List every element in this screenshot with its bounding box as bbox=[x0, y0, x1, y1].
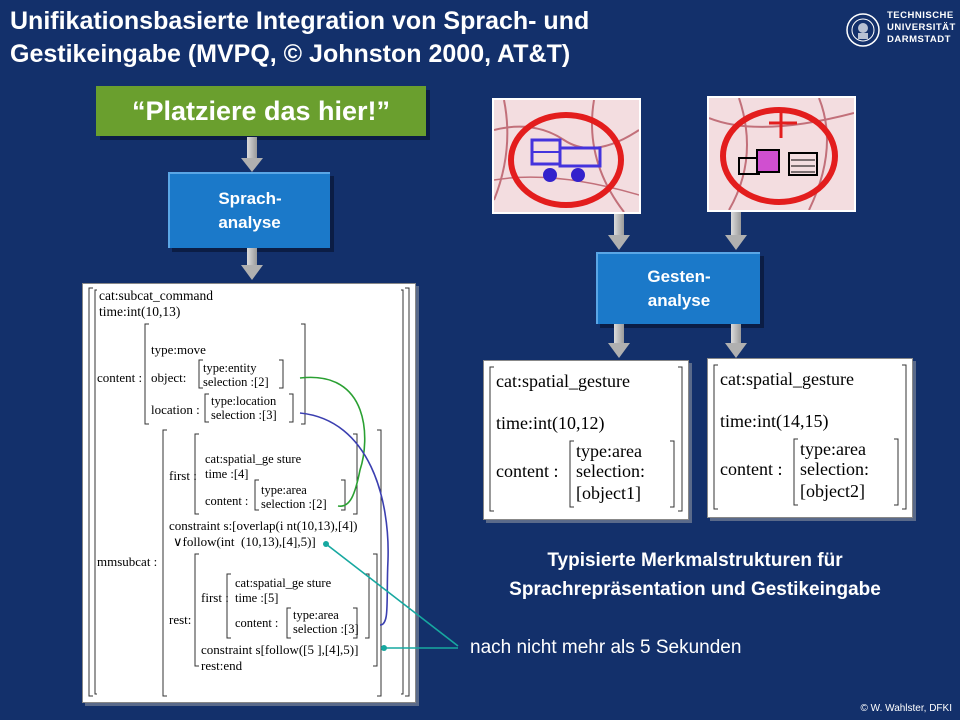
gesture-fs2-cat: cat:spatial_gesture bbox=[720, 369, 854, 389]
fs-selection-3: selection :[3] bbox=[211, 408, 277, 422]
gesture-analysis-box: Gesten- analyse bbox=[596, 252, 760, 324]
logo-line-2: UNIVERSITÄT bbox=[887, 22, 956, 33]
map-building-icon bbox=[709, 98, 854, 210]
fs-constraint-1b: ∨follow(int (10,13),[4],5)] bbox=[173, 534, 316, 549]
fs-location-label: location : bbox=[151, 402, 200, 417]
arrow-analysis-to-fs bbox=[241, 248, 263, 280]
speech-analysis-box: Sprach- analyse bbox=[168, 172, 330, 248]
time-constraint-note: nach nicht mehr als 5 Sekunden bbox=[470, 637, 742, 658]
gesture-fs1-time: time:int(10,12) bbox=[496, 413, 605, 433]
title-line-2: Gestikeingabe (MVPQ, © Johnston 2000, AT… bbox=[10, 40, 571, 68]
gesture-map-image-2 bbox=[707, 96, 856, 212]
fs-first-content: content : bbox=[205, 494, 249, 508]
fs-selection-2: selection :[2] bbox=[203, 375, 269, 389]
fs-object-label: object: bbox=[151, 370, 187, 385]
fs-rest-content: content : bbox=[235, 616, 279, 630]
university-logo: TECHNISCHE UNIVERSITÄT DARMSTADT bbox=[845, 8, 955, 56]
copyright: © W. Wahlster, DFKI bbox=[860, 703, 952, 714]
gesture-feature-structure-2: cat:spatial_gesture time:int(14,15) cont… bbox=[707, 358, 913, 518]
fs-constraint-1a: constraint s:[overlap(i nt(10,13),[4]) bbox=[169, 518, 358, 533]
fs-rest-first-label: first : bbox=[201, 590, 229, 605]
gesture-fs1-cat: cat:spatial_gesture bbox=[496, 371, 630, 391]
gesture-fs2-content: content : bbox=[720, 459, 783, 479]
caption-line-2: Sprachrepräsentation und Gestikeingabe bbox=[509, 579, 881, 600]
fs-constraint-2: constraint s[follow([5 ],[4],5)] bbox=[201, 642, 359, 657]
gesture-fs2-brackets bbox=[713, 364, 907, 510]
gesture-fs2-type: type:area bbox=[800, 439, 866, 459]
fs-rest-label: rest: bbox=[169, 612, 192, 627]
fs-type-location: type:location bbox=[211, 394, 277, 408]
figure-caption: Typisierte Merkmalstrukturen für Sprachr… bbox=[440, 546, 950, 604]
fs-content-label: content : bbox=[97, 370, 143, 385]
caption-line-1: Typisierte Merkmalstrukturen für bbox=[547, 550, 843, 571]
fs-rest-selection: selection :[3] bbox=[293, 622, 359, 636]
gesture-fs1-brackets bbox=[489, 366, 683, 512]
logo-line-3: DARMSTADT bbox=[887, 34, 951, 45]
arrow-analysis-to-gesture-fs1 bbox=[608, 324, 630, 358]
gesture-fs2-object: [object2] bbox=[800, 481, 865, 501]
seal-icon bbox=[846, 13, 880, 47]
gesture-map-image-1 bbox=[492, 98, 641, 214]
gesture-feature-structure-1: cat:spatial_gesture time:int(10,12) cont… bbox=[483, 360, 689, 520]
title-line-1: Unifikationsbasierte Integration von Spr… bbox=[10, 7, 590, 35]
fs-first-cat: cat:spatial_ge sture bbox=[205, 452, 302, 466]
map-vehicle-icon bbox=[494, 100, 639, 212]
speech-analysis-line-2: analyse bbox=[218, 213, 281, 232]
gesture-fs1-type: type:area bbox=[576, 441, 642, 461]
speech-input-box: “Platziere das hier!” bbox=[96, 86, 426, 136]
gesture-analysis-line-1: Gesten- bbox=[647, 267, 711, 286]
slide-title: Unifikationsbasierte Integration von Spr… bbox=[10, 5, 830, 71]
fs-rest-cat: cat:spatial_ge sture bbox=[235, 576, 332, 590]
fs-type-entity: type:entity bbox=[203, 361, 257, 375]
fs-rest-type: type:area bbox=[293, 608, 339, 622]
fs-type-move: type:move bbox=[151, 342, 206, 357]
gesture-fs1-selection: selection: bbox=[576, 461, 645, 481]
arrow-analysis-to-gesture-fs2 bbox=[725, 324, 747, 358]
arrow-map1-to-gesture-analysis bbox=[608, 214, 630, 250]
avm-brackets bbox=[88, 287, 410, 697]
gesture-fs2-time: time:int(14,15) bbox=[720, 411, 829, 431]
gesture-analysis-line-2: analyse bbox=[647, 291, 711, 310]
fs-first-type: type:area bbox=[261, 483, 307, 497]
command-feature-structure: cat:subcat_command time:int(10,13) type:… bbox=[82, 283, 416, 703]
speech-analysis-line-1: Sprach- bbox=[218, 189, 282, 208]
fs-rest-end: rest:end bbox=[201, 658, 243, 673]
fs-mmsubcat-label: mmsubcat : bbox=[97, 554, 158, 569]
logo-line-1: TECHNISCHE bbox=[887, 10, 954, 21]
arrow-map2-to-gesture-analysis bbox=[725, 212, 747, 250]
fs-first-selection: selection :[2] bbox=[261, 497, 327, 511]
arrow-speech-to-analysis bbox=[241, 137, 263, 172]
gesture-fs1-object: [object1] bbox=[576, 483, 641, 503]
gesture-fs1-content: content : bbox=[496, 461, 559, 481]
fs-first-label: first : bbox=[169, 468, 197, 483]
fs-rest-time: time :[5] bbox=[235, 591, 279, 605]
fs-time: time:int(10,13) bbox=[99, 304, 181, 319]
fs-first-time: time :[4] bbox=[205, 467, 249, 481]
gesture-fs2-selection: selection: bbox=[800, 459, 869, 479]
fs-cat: cat:subcat_command bbox=[99, 288, 213, 303]
